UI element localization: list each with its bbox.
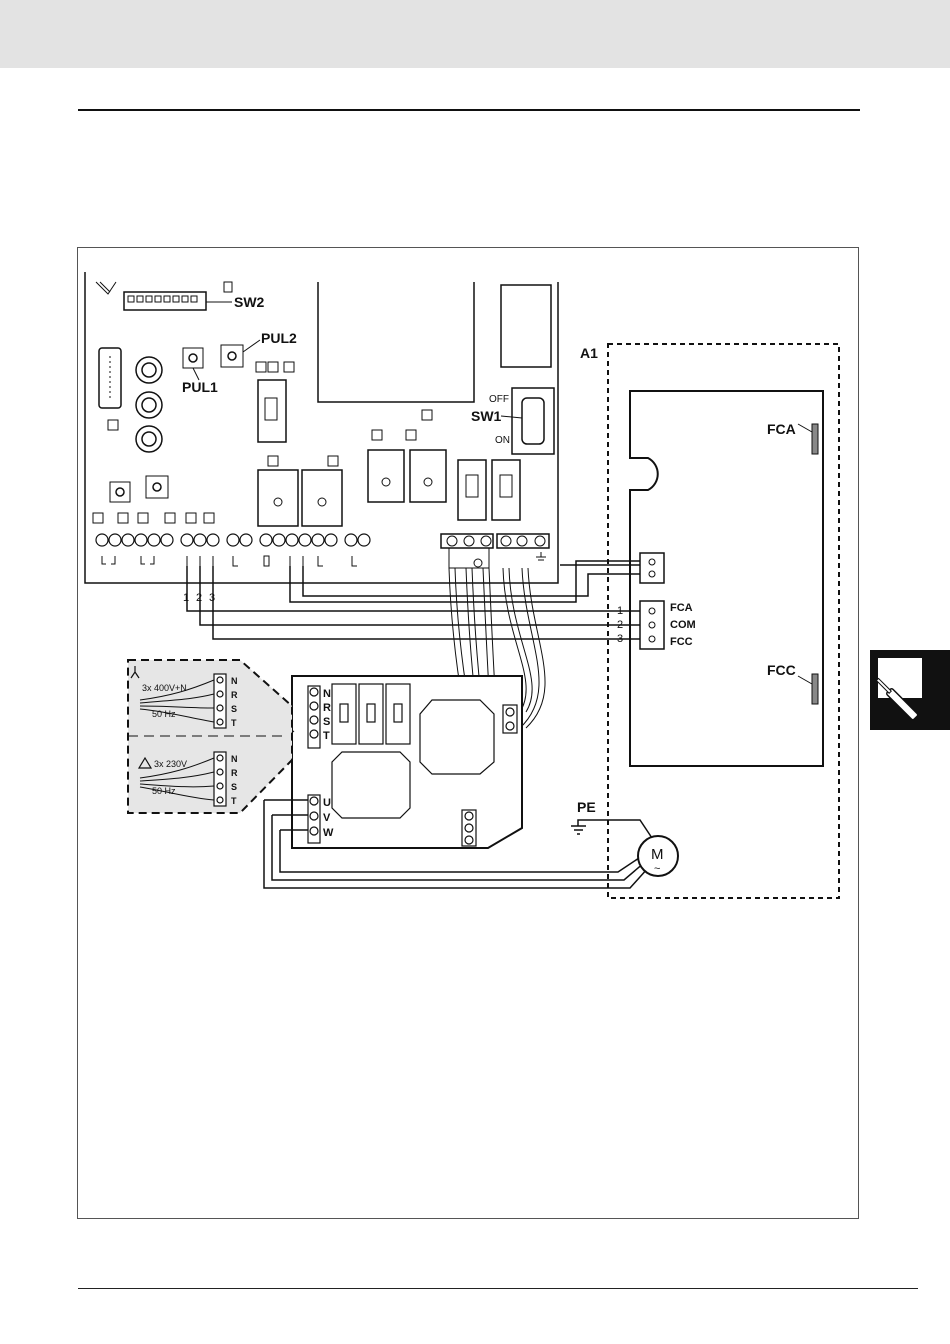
pul2-label: PUL2 <box>261 330 297 346</box>
delta-term-r: R <box>231 768 238 778</box>
motor-tilde: ~ <box>654 863 660 875</box>
star-voltage: 3x 400V+N <box>142 683 187 693</box>
delta-term-n: N <box>231 754 238 764</box>
pb-term-n: N <box>323 688 331 700</box>
sw2-label: SW2 <box>234 294 265 310</box>
pb-term-r: R <box>323 702 331 714</box>
com-terminal-name: COM <box>670 619 696 631</box>
com-terminal-number: 2 <box>617 619 623 631</box>
delta-term-t: T <box>231 796 237 806</box>
wire-number-2: 2 <box>196 592 202 604</box>
wire-number-1: 1 <box>183 592 189 604</box>
sw1-label: SW1 <box>471 408 502 424</box>
fca-terminal-number: 1 <box>617 605 623 617</box>
pb-term-s: S <box>323 716 330 728</box>
fca-terminal-name: FCA <box>670 602 693 614</box>
fcc-panel-label: FCC <box>767 662 796 678</box>
delta-term-s: S <box>231 782 237 792</box>
fcc-terminal-number: 3 <box>617 633 623 645</box>
star-term-n: N <box>231 676 238 686</box>
star-term-s: S <box>231 704 237 714</box>
star-term-r: R <box>231 690 238 700</box>
fcc-terminal-name: FCC <box>670 636 693 648</box>
delta-freq: 50 Hz <box>152 786 176 796</box>
pb-term-v: V <box>323 812 331 824</box>
fca-panel-label: FCA <box>767 421 796 437</box>
pb-term-u: U <box>323 797 331 809</box>
pb-term-w: W <box>323 827 334 839</box>
pe-label: PE <box>577 799 596 815</box>
motor-label: M <box>651 846 664 863</box>
star-freq: 50 Hz <box>152 709 176 719</box>
fcc-magnet <box>812 674 818 704</box>
a1-label: A1 <box>580 345 598 361</box>
sw1-off-label: OFF <box>489 394 509 405</box>
pul1-label: PUL1 <box>182 379 218 395</box>
fca-magnet <box>812 424 818 454</box>
pb-term-t: T <box>323 730 330 742</box>
wire-number-3: 3 <box>209 592 215 604</box>
sw1-on-label: ON <box>495 435 510 446</box>
control-board <box>85 272 558 583</box>
power-board <box>272 676 522 848</box>
delta-voltage: 3x 230V <box>154 759 187 769</box>
star-term-t: T <box>231 718 237 728</box>
connectors <box>640 553 664 649</box>
